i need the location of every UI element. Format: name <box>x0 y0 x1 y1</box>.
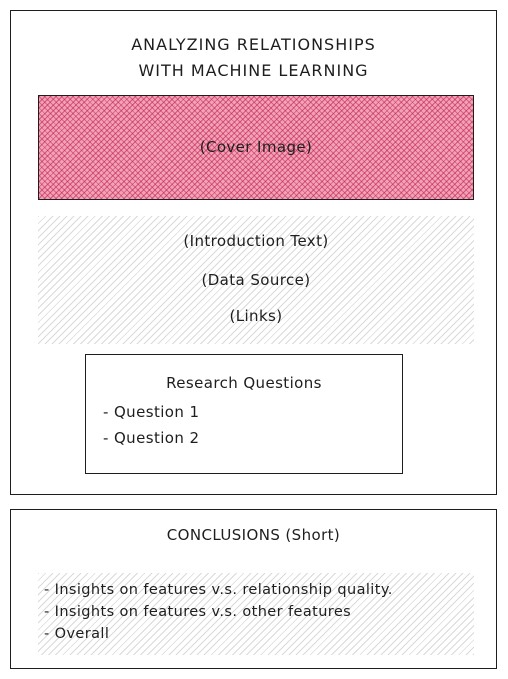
research-question-item: - Question 1 <box>103 403 200 421</box>
cover-image-placeholder <box>38 95 474 200</box>
title-line-1: ANALYZING RELATIONSHIPS <box>131 35 376 54</box>
conclusion-item: - Overall <box>44 626 110 642</box>
data-source-label: (Data Source) <box>201 271 311 289</box>
conclusions-frame <box>10 509 497 669</box>
main-frame <box>10 10 497 495</box>
conclusions-content-area <box>38 573 474 655</box>
conclusion-item: - Insights on features v.s. other featur… <box>44 604 352 620</box>
research-questions-heading: Research Questions <box>166 374 322 392</box>
intro-text-label: (Introduction Text) <box>183 232 329 250</box>
research-questions-box <box>85 354 403 474</box>
intro-area <box>38 216 474 344</box>
conclusion-item: - Insights on features v.s. relationship… <box>44 582 393 598</box>
cover-image-label: (Cover Image) <box>199 138 313 156</box>
links-label: (Links) <box>229 307 283 325</box>
title-line-2: WITH MACHINE LEARNING <box>138 61 369 80</box>
research-question-item: - Question 2 <box>103 429 200 447</box>
conclusions-heading: CONCLUSIONS (Short) <box>166 526 341 544</box>
